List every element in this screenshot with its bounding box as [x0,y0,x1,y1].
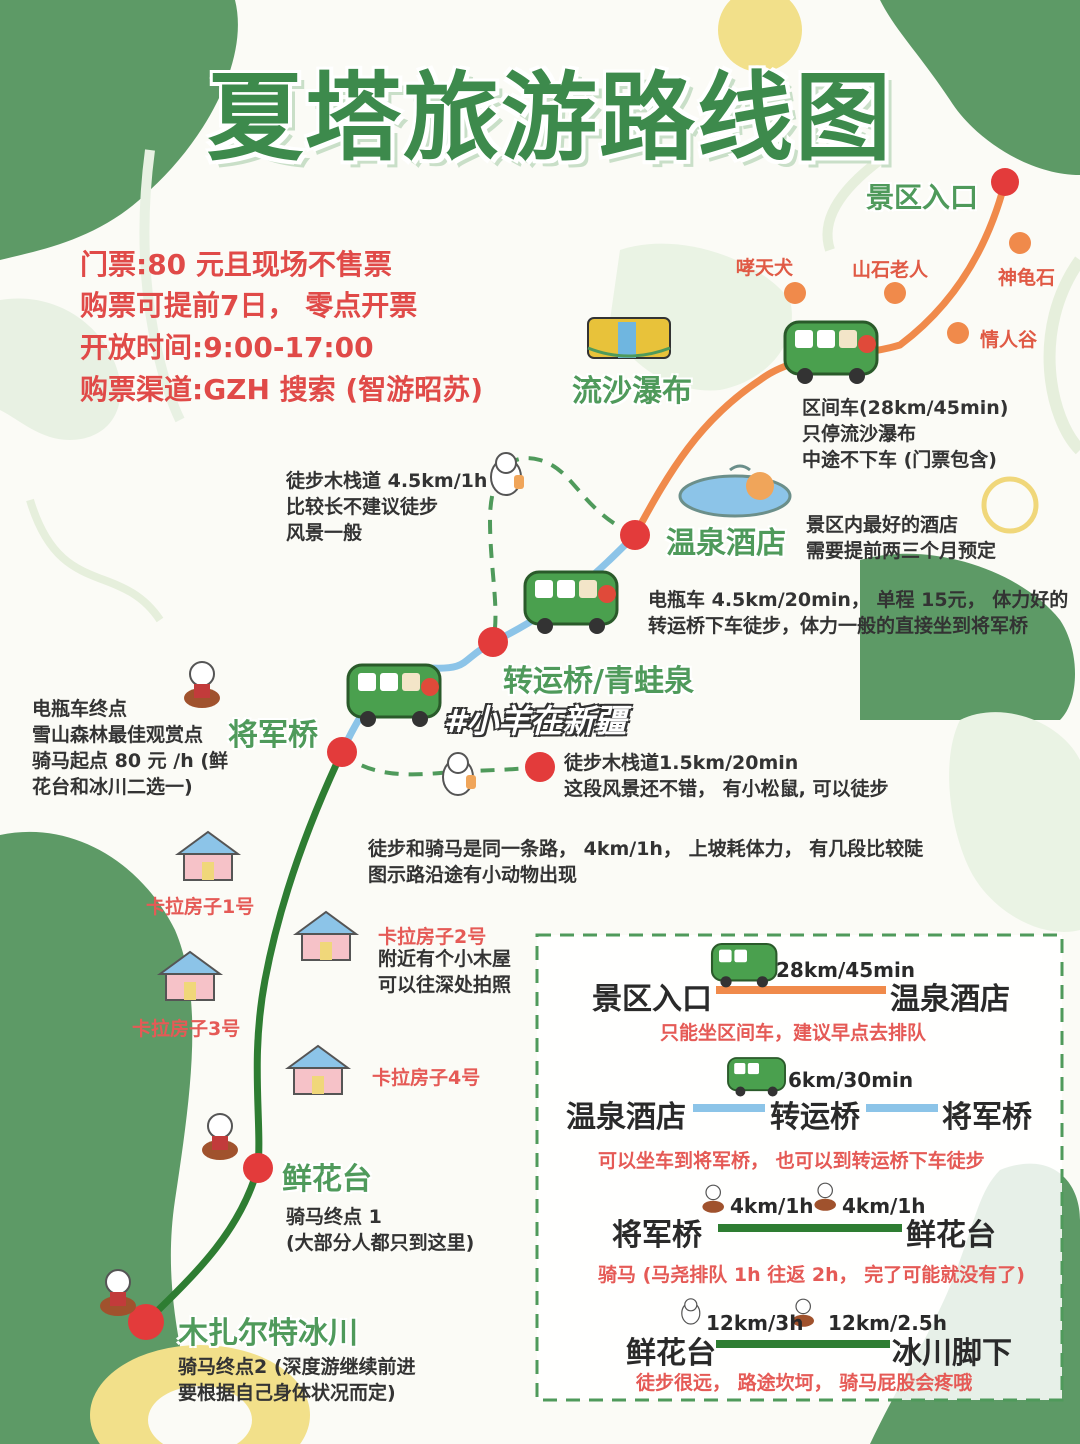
spot-marker-xiaotianquan [784,282,806,304]
waterfall-icon [587,317,671,359]
stop-label-hotel: 温泉酒店 [666,526,786,561]
legend-line-green-2 [716,1340,890,1348]
legend-line-blue-2 [866,1104,938,1112]
legend-2-mid: 转运桥 [770,1100,860,1135]
legend-2-dist: 6km/30min [788,1068,914,1092]
cabin-2-note: 附近有个小木屋 可以往深处拍照 [378,948,512,996]
legend-panel [535,933,1064,1402]
horse-rider-icon [202,1113,238,1160]
ticket-price-line: 门票:80 元且现场不售票 [80,248,392,281]
legend-line-green-1 [718,1224,902,1232]
xianhuatai-note: 骑马终点 1 (大部分人都只到这里) [286,1206,475,1254]
legend-4-dist-1: 12km/3h [706,1311,804,1335]
opening-hours-line: 开放时间:9:00-17:00 [80,331,374,364]
shuttle-note: 区间车(28km/45min) 只停流沙瀑布 中途不下车 (门票包含) [802,397,1009,471]
legend-1-dist: 28km/45min [776,958,916,982]
legend-4-to: 冰川脚下 [892,1336,1012,1371]
horse-rider-icon [814,1182,836,1211]
snow-leopard-hiker-icon [442,752,476,796]
legend-4-from: 鲜花台 [626,1336,716,1371]
ebike-note: 电瓶车 4.5km/20min， 单程 15元， 体力好的 转运桥下车徒步，体力… [648,589,1069,637]
horse-trail-route [142,748,346,1326]
legend-3-to: 鲜花台 [906,1218,996,1253]
legend-1-from: 景区入口 [592,982,712,1017]
boardwalk-long-note: 徒步木栈道 4.5km/1h 比较长不建议徒步 风景一般 [286,470,488,544]
stop-label-entrance: 景区入口 [866,181,979,214]
legend-1-note: 只能坐区间车，建议早点去排队 [660,1022,927,1044]
spot-marker-shengui [1009,232,1031,254]
hotel-note: 景区内最好的酒店 需要提前两三个月预定 [806,514,997,562]
trail-note: 徒步和骑马是同一条路， 4km/1h， 上坡耗体力， 有几段比较陡 图示路沿途有… [368,838,924,886]
snow-leopard-hiker-icon [681,1298,701,1325]
spot-label-shanshi: 山石老人 [852,259,929,281]
cabin-label-1: 卡拉房子1号 [146,896,255,918]
spot-label-xiaotianquan: 哮天犬 [736,257,794,279]
spot-label-shengui: 神龟石 [998,267,1056,289]
bus-icon [523,570,619,634]
stop-marker-xianhuatai [243,1153,273,1183]
legend-2-to: 将军桥 [942,1100,1032,1135]
spot-marker-shanshi [884,282,906,304]
legend-3-dist-2: 4km/1h [842,1194,926,1218]
legend-3-note: 骑马 (马尧排队 1h 往返 2h， 完了可能就没有了) [598,1264,1025,1286]
stop-label-xianhuatai: 鲜花台 [282,1162,372,1197]
ticket-channel-line: 购票渠道:GZH 搜索 (智游昭苏) [80,373,484,406]
boardwalk-short-note: 徒步木栈道1.5km/20min 这段风景还不错， 有小松鼠, 可以徒步 [564,752,889,800]
stop-label-waterfall: 流沙瀑布 [572,374,692,409]
boardwalk-short-route [340,750,541,777]
spot-label-qingrengu: 情人谷 [980,329,1038,351]
legend-2-note: 可以坐车到将军桥， 也可以到转运桥下车徒步 [598,1150,985,1172]
legend-4-dist-2: 12km/2.5h [828,1311,947,1335]
stop-marker-glacier [128,1304,164,1340]
stop-label-jiangjunqiao: 将军桥 [228,718,318,753]
cabin-label-2: 卡拉房子2号 [378,926,487,948]
horse-rider-icon [100,1269,136,1316]
cabin-label-4: 卡拉房子4号 [372,1067,481,1089]
stop-marker-hotel [620,520,650,550]
ticket-presale-line: 购票可提前7日， 零点开票 [80,289,418,322]
stop-label-zhuanyunqiao: 转运桥/青蛙泉 [503,664,694,699]
stop-marker-entrance [991,168,1019,196]
stop-marker-jiangjunqiao [327,737,357,767]
hot-spring-icon [678,464,792,518]
bus-icon [727,1057,786,1097]
stop-label-glacier: 木扎尔特冰川 [178,1316,358,1351]
spot-marker-qingrengu [947,322,969,344]
watermark-text: #小羊在新疆 [444,702,627,740]
cabin-house-icon [174,830,242,881]
legend-4-note: 徒步很远， 路途坎坷， 骑马屁股会疼哦 [636,1372,973,1394]
stop-markers [128,168,1031,1340]
legend-line-orange [716,986,886,994]
legend-line-blue-1 [693,1104,765,1112]
jiangjunqiao-note: 电瓶车终点 雪山森林最佳观赏点 骑马起点 80 元 /h (鲜 花台和冰川二选一… [32,698,229,798]
horse-rider-icon [184,661,220,708]
cabin-house-icon [284,1044,352,1095]
legend-3-from: 将军桥 [612,1218,702,1253]
cabin-house-icon [156,950,224,1001]
bus-icon [783,320,879,384]
horse-rider-icon [792,1298,814,1327]
cabin-label-3: 卡拉房子3号 [132,1018,241,1040]
glacier-note: 骑马终点2 (深度游继续前进 要根据自己身体状况而定) [178,1356,416,1404]
stop-marker-zhuanyunqiao [478,627,508,657]
legend-3-dist-1: 4km/1h [730,1194,814,1218]
stop-marker-boardwalk-end [525,752,555,782]
legend-1-to: 温泉酒店 [890,982,1010,1017]
page-title: 夏塔旅游路线图 [207,62,893,174]
cabin-house-icon [292,910,360,961]
legend-2-from: 温泉酒店 [566,1100,686,1135]
bus-icon [710,942,778,988]
horse-rider-icon [702,1184,724,1213]
bus-icon [346,663,442,727]
snow-leopard-hiker-icon [490,452,524,496]
